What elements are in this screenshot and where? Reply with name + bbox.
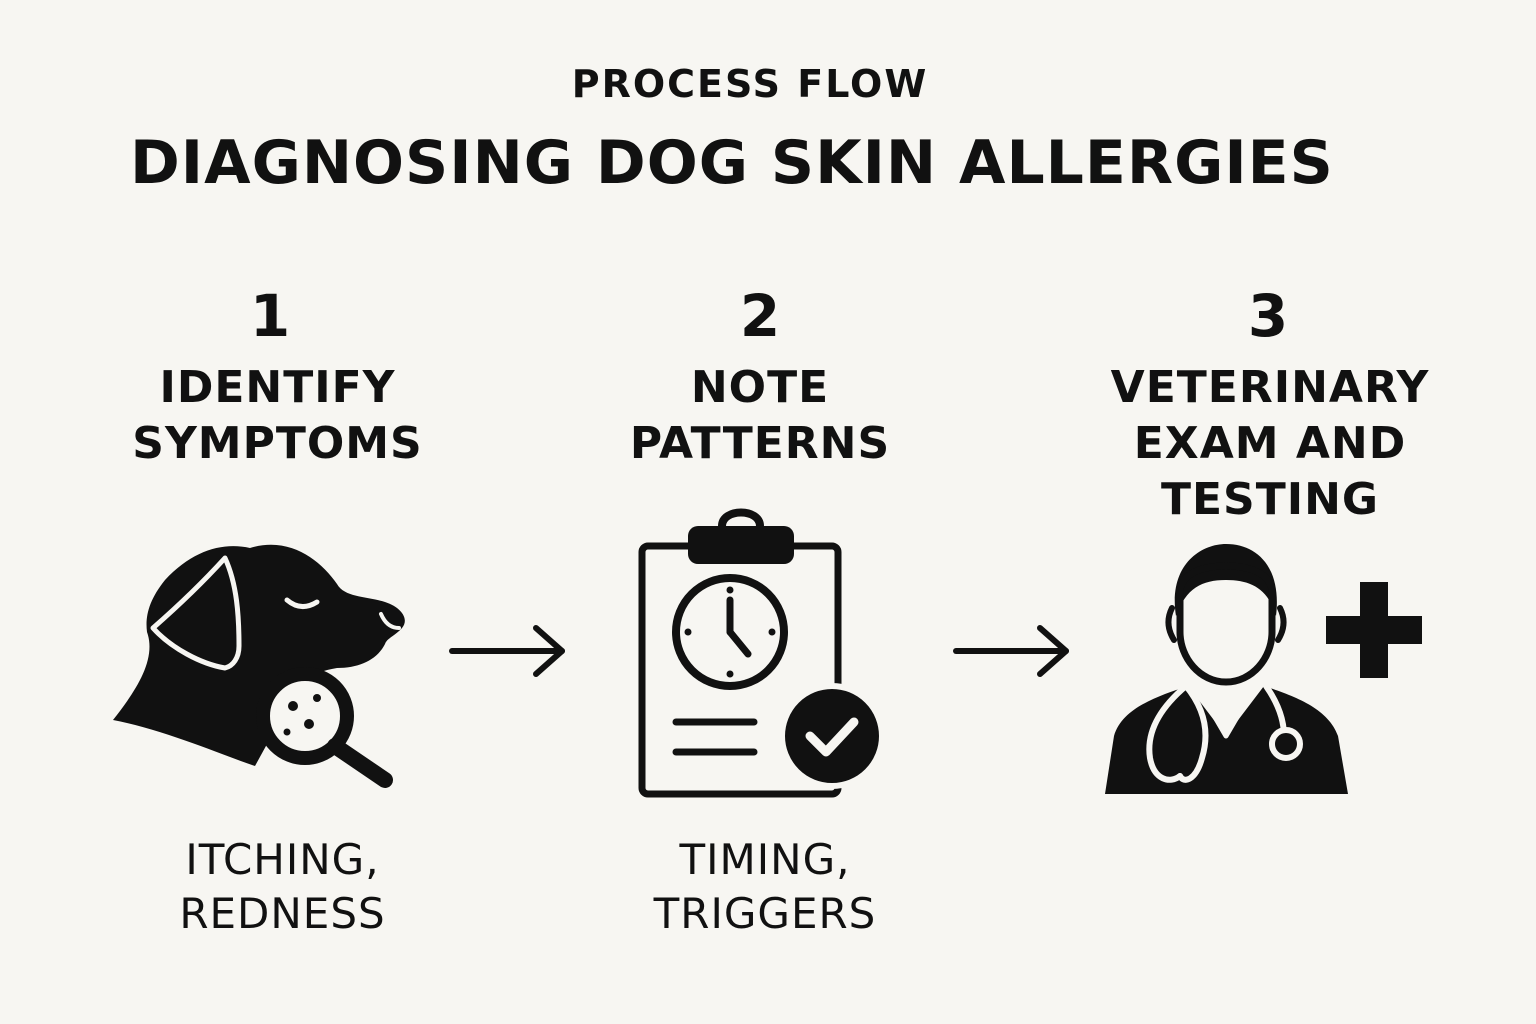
step-title-line: PATTERNS <box>629 418 891 469</box>
dog-with-magnifier-icon <box>113 544 405 788</box>
step-number: 1 <box>249 282 291 350</box>
step-title-line: SYMPTOMS <box>132 418 423 469</box>
step-number: 3 <box>1247 282 1289 350</box>
arrow-right-icon <box>953 625 1069 677</box>
step-note-line: ITCHING, <box>185 835 380 884</box>
step-title-line: EXAM AND <box>1133 418 1407 469</box>
step-title-line: VETERINARY <box>1110 362 1430 413</box>
step-note-line: TRIGGERS <box>653 889 877 938</box>
step-note: TIMING, TRIGGERS <box>630 833 900 941</box>
clipboard-clock-check-icon <box>638 508 885 798</box>
step-title-line: IDENTIFY <box>159 362 396 413</box>
step-title: NOTE PATTERNS <box>590 360 930 472</box>
step-note-line: REDNESS <box>179 889 386 938</box>
step-note-line: TIMING, <box>679 835 851 884</box>
step-note: ITCHING, REDNESS <box>150 833 415 941</box>
step-title-line: NOTE <box>690 362 830 413</box>
step-title: IDENTIFY SYMPTOMS <box>100 360 455 472</box>
step-title: VETERINARY EXAM AND TESTING <box>1090 360 1450 528</box>
step-title-line: TESTING <box>1160 474 1380 525</box>
eyebrow-label: PROCESS FLOW <box>571 62 929 106</box>
arrow-right-icon <box>449 625 565 677</box>
page-title: DIAGNOSING DOG SKIN ALLERGIES <box>130 128 1334 198</box>
step-number: 2 <box>739 282 781 350</box>
veterinarian-medical-cross-icon <box>1105 544 1422 794</box>
